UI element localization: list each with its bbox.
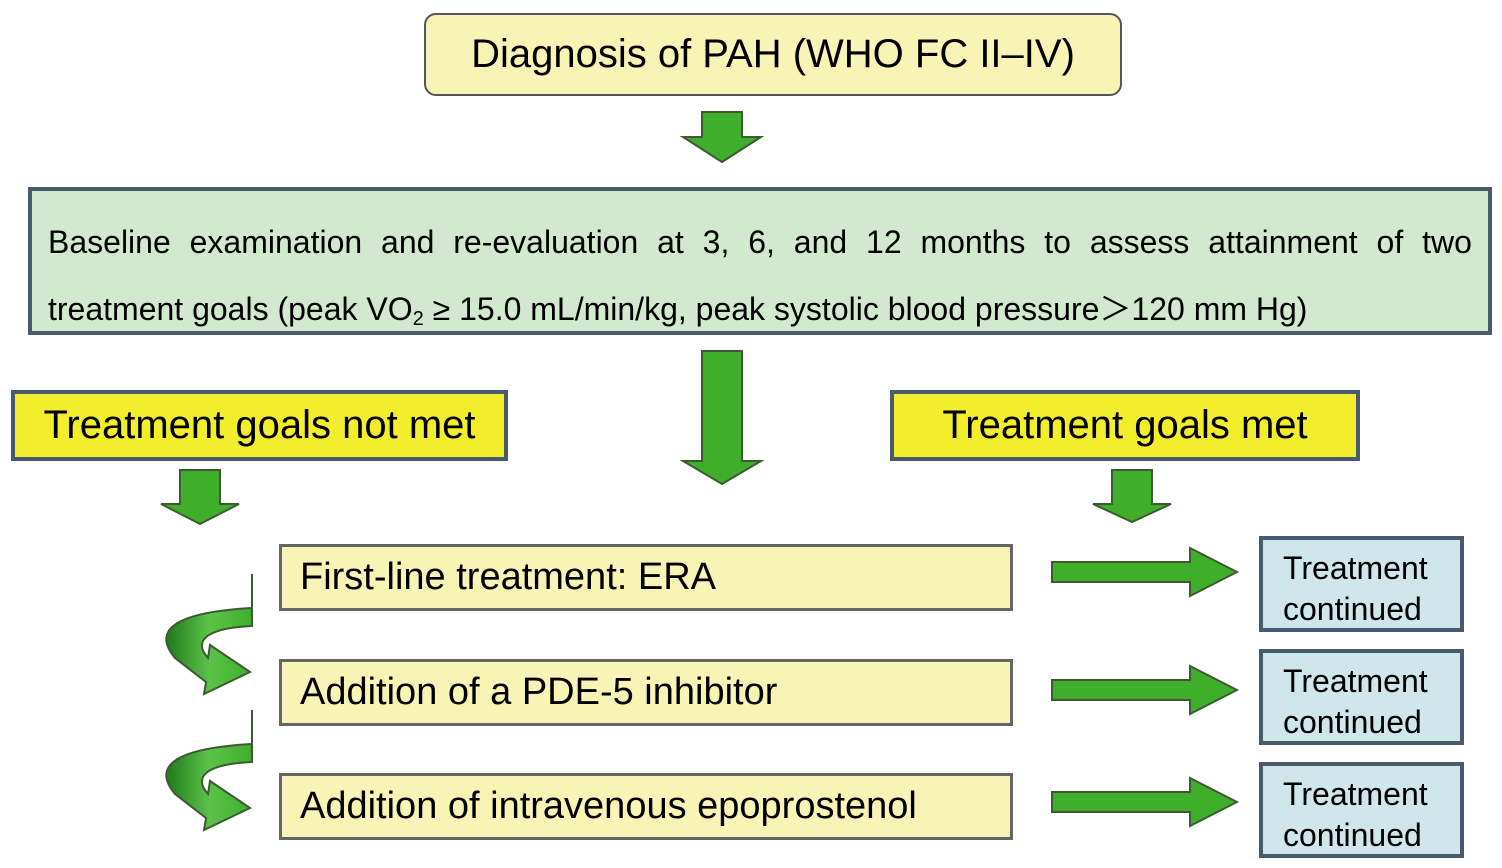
goals-not-met-label: Treatment goals not met xyxy=(43,403,476,447)
baseline-word: re-evaluation xyxy=(453,224,639,260)
step-label: Addition of a PDE-5 inhibitor xyxy=(300,671,778,713)
outcome-treatment-continued-2: Treatment continued xyxy=(1259,649,1464,745)
baseline-word: attainment xyxy=(1208,224,1358,260)
baseline-word: 12 xyxy=(866,224,902,260)
baseline-line-2-pre: treatment goals (peak VO xyxy=(48,291,413,327)
baseline-line-2-post: ≥ 15.0 mL/min/kg, peak systolic blood pr… xyxy=(423,291,1308,327)
baseline-word: at xyxy=(657,224,684,260)
right-arrow-outcome-1 xyxy=(1051,546,1240,598)
baseline-line-2: treatment goals (peak VO2 ≥ 15.0 mL/min/… xyxy=(48,276,1472,353)
baseline-word: and xyxy=(793,224,848,260)
vo2-subscript: 2 xyxy=(412,308,424,330)
right-arrow-outcome-3 xyxy=(1051,776,1240,828)
outcome-line-2: continued xyxy=(1283,704,1422,740)
step-add-epoprostenol: Addition of intravenous epoprostenol xyxy=(279,773,1013,840)
outcome-line-2: continued xyxy=(1283,817,1422,853)
outcome-line-2: continued xyxy=(1283,591,1422,627)
outcome-line-1: Treatment xyxy=(1283,663,1428,699)
goals-met-label: Treatment goals met xyxy=(942,403,1308,447)
outcome-treatment-continued-1: Treatment continued xyxy=(1259,536,1464,632)
goals-met-box: Treatment goals met xyxy=(890,390,1360,461)
diagnosis-label: Diagnosis of PAH (WHO FC II–IV) xyxy=(471,32,1075,76)
step-add-pde5: Addition of a PDE-5 inhibitor xyxy=(279,659,1013,726)
baseline-word: assess xyxy=(1089,224,1190,260)
outcome-line-1: Treatment xyxy=(1283,776,1428,812)
baseline-word: of xyxy=(1376,224,1404,260)
step-first-line-era: First-line treatment: ERA xyxy=(279,544,1013,611)
baseline-word: examination xyxy=(189,224,363,260)
baseline-word: to xyxy=(1044,224,1071,260)
baseline-word: and xyxy=(381,224,435,260)
baseline-line-1: Baseline examination and re-evaluation a… xyxy=(48,209,1472,276)
down-arrow-not-met xyxy=(160,469,240,526)
baseline-word: 6, xyxy=(748,224,775,260)
baseline-word: Baseline xyxy=(48,224,171,260)
diagnosis-box: Diagnosis of PAH (WHO FC II–IV) xyxy=(424,13,1122,96)
down-arrow-met xyxy=(1092,469,1172,524)
right-arrow-outcome-2 xyxy=(1051,664,1240,716)
baseline-word: 3, xyxy=(702,224,730,260)
goals-not-met-box: Treatment goals not met xyxy=(11,390,508,461)
curved-arrow-escalation-1 xyxy=(165,574,253,696)
down-arrow-diagnosis xyxy=(679,111,765,164)
baseline-evaluation-box: Baseline examination and re-evaluation a… xyxy=(28,187,1492,335)
baseline-word: two xyxy=(1422,224,1472,260)
outcome-treatment-continued-3: Treatment continued xyxy=(1259,762,1464,858)
curved-arrow-escalation-2 xyxy=(165,710,253,832)
down-arrow-baseline xyxy=(679,350,765,486)
step-label: Addition of intravenous epoprostenol xyxy=(300,785,917,827)
outcome-line-1: Treatment xyxy=(1283,550,1428,586)
baseline-word: months xyxy=(920,224,1026,260)
step-label: First-line treatment: ERA xyxy=(300,556,716,598)
